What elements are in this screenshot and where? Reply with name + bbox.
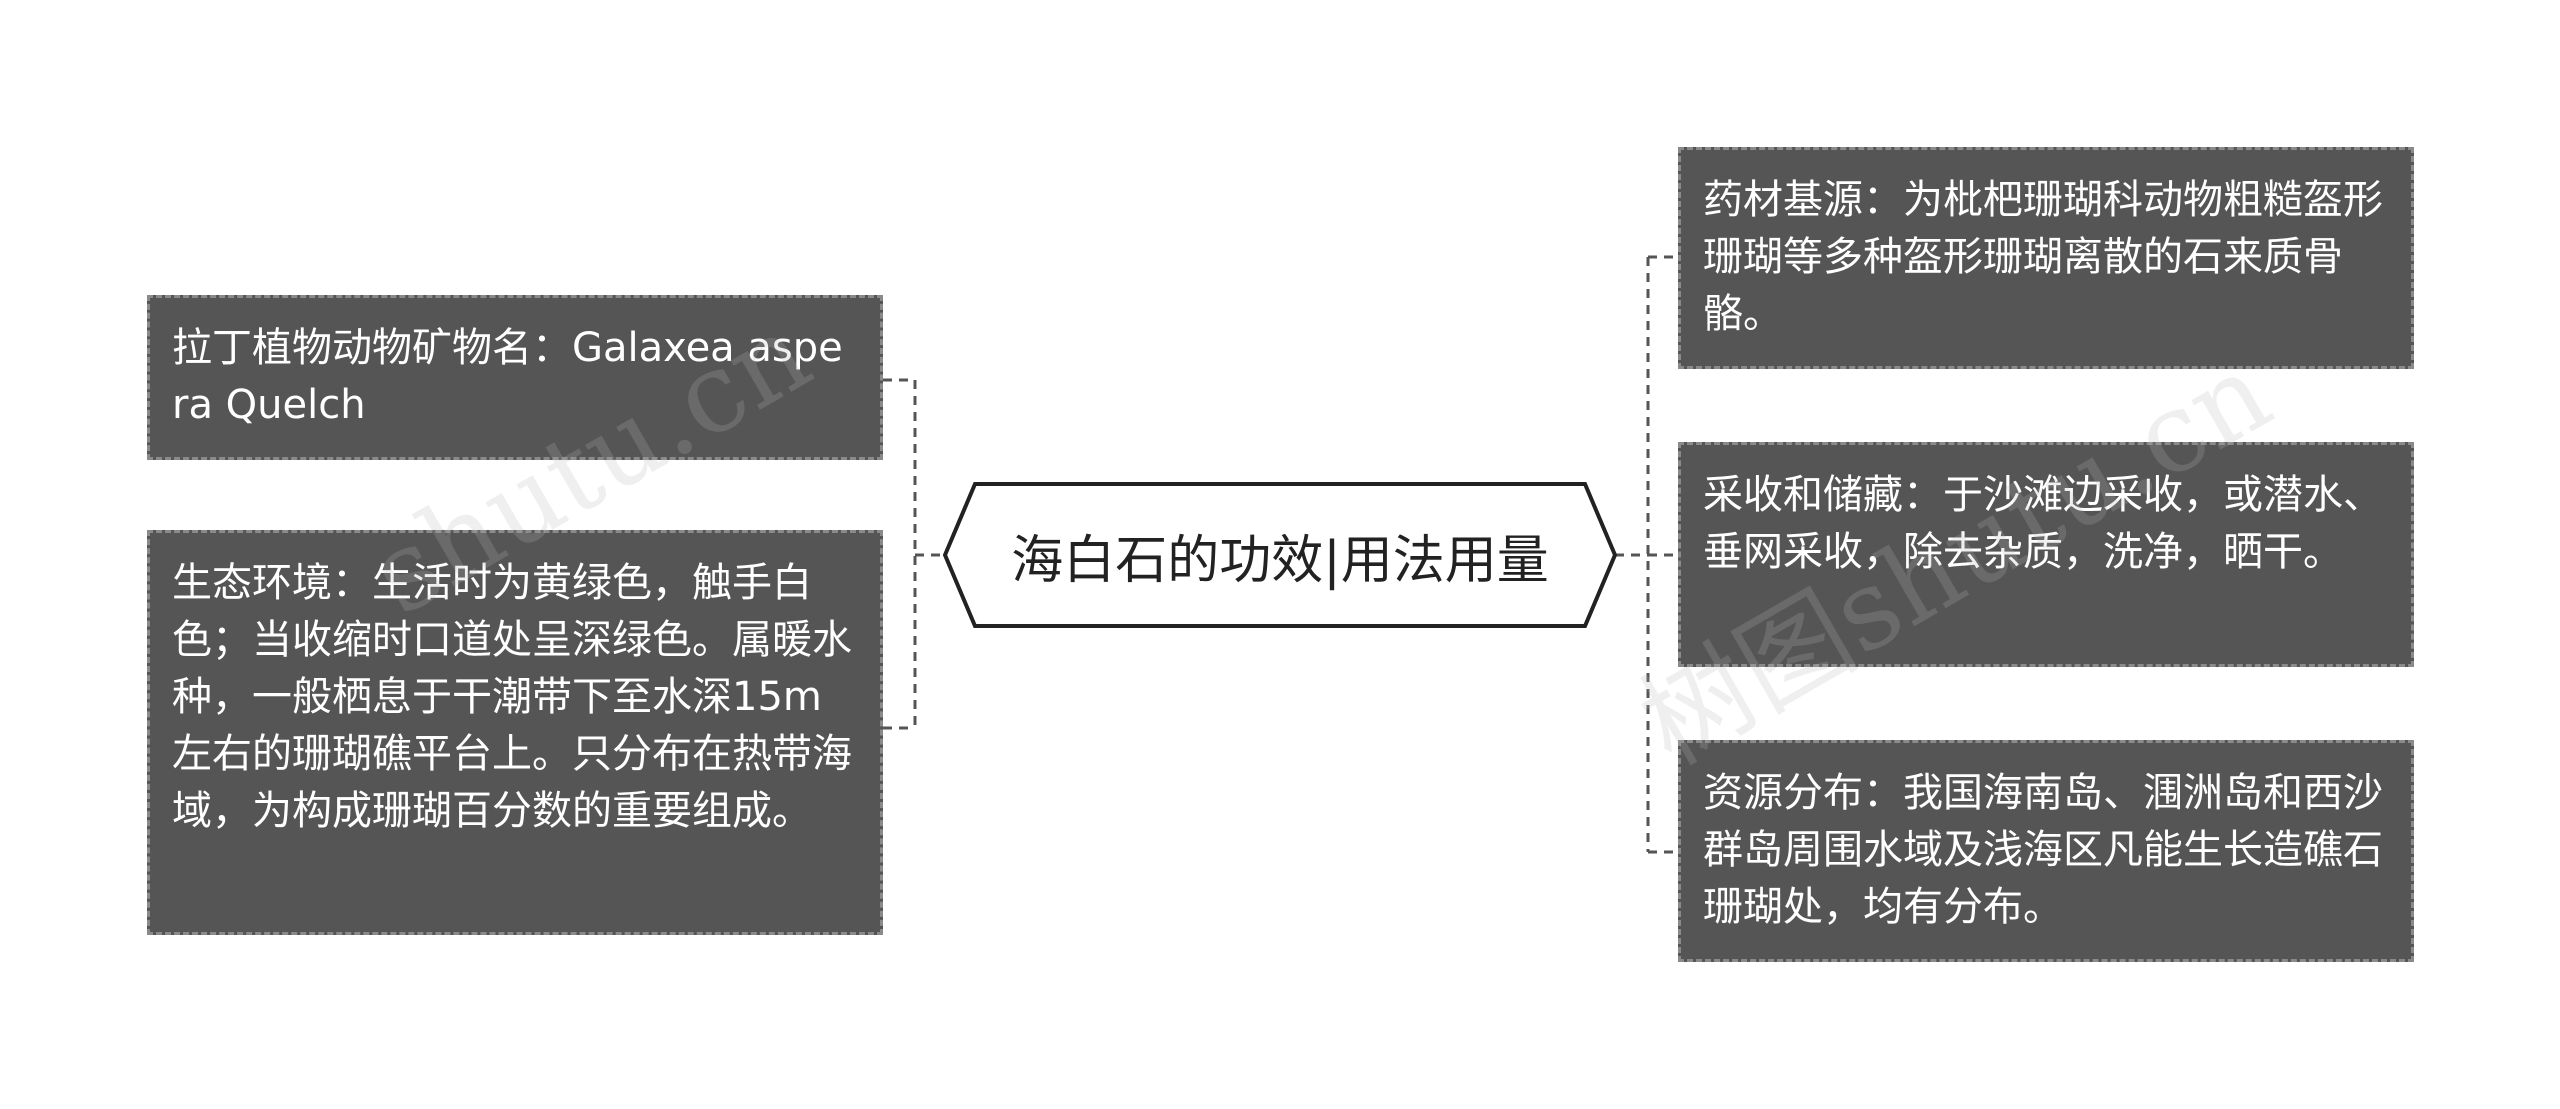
left-connectors	[883, 378, 945, 730]
right-connectors	[1615, 255, 1678, 854]
center-node-title[interactable]: 海白石的功效|用法用量	[1011, 530, 1549, 591]
center-node-shape	[942, 482, 1618, 628]
right-node-distribution[interactable]: 资源分布：我国海南岛、涠洲岛和西沙群岛周围水域及浅海区凡能生长造礁石珊瑚处，均有…	[1678, 740, 2414, 962]
left-node-latin-name[interactable]: 拉丁植物动物矿物名：Galaxea aspera Quelch	[147, 295, 883, 460]
right-node-harvest[interactable]: 采收和储藏：于沙滩边采收，或潜水、垂网采收，除去杂质，洗净，晒干。	[1678, 442, 2414, 667]
right-node-source[interactable]: 药材基源：为枇杷珊瑚科动物粗糙盔形珊瑚等多种盔形珊瑚离散的石来质骨骼。	[1678, 147, 2414, 369]
left-node-habitat[interactable]: 生态环境：生活时为黄绿色，触手白色；当收缩时口道处呈深绿色。属暖水种，一般栖息于…	[147, 530, 883, 935]
